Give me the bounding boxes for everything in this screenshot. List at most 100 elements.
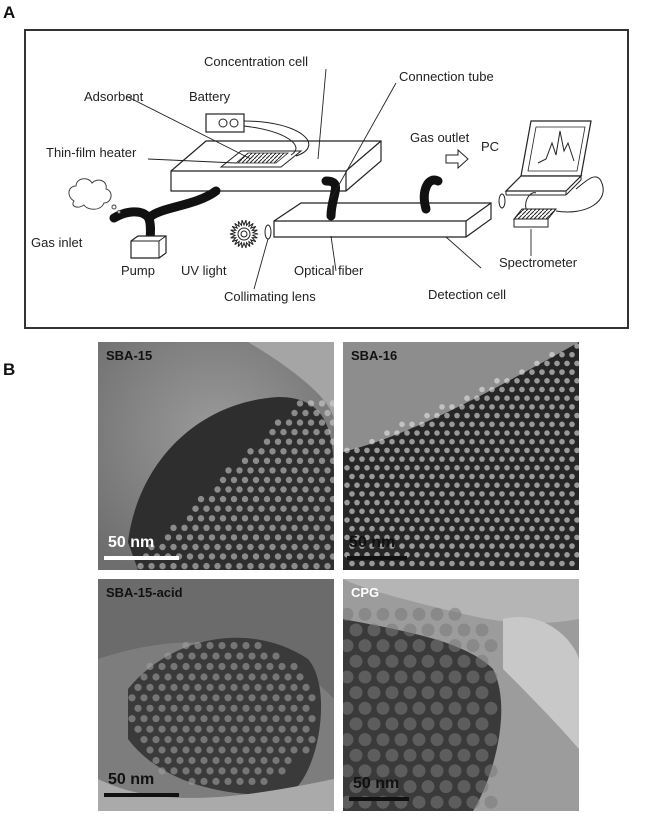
pore — [519, 386, 525, 393]
gas-inlet-cloud — [68, 178, 121, 214]
pore — [296, 673, 304, 681]
uv-light-source — [229, 219, 259, 249]
pore — [554, 378, 560, 384]
pore — [236, 486, 243, 493]
pore — [242, 642, 250, 650]
pore — [302, 543, 309, 551]
pore — [164, 534, 172, 541]
pore — [484, 534, 490, 541]
pore — [549, 404, 555, 410]
pore — [206, 642, 214, 650]
pore — [374, 482, 380, 488]
pore — [379, 456, 385, 462]
pore — [367, 654, 381, 668]
pore — [399, 525, 405, 532]
pore — [524, 430, 530, 436]
pore — [514, 517, 520, 523]
pore — [247, 562, 254, 570]
pore — [489, 525, 495, 532]
pore — [324, 543, 331, 551]
pore — [424, 482, 430, 488]
pore — [509, 543, 515, 549]
pore — [329, 476, 334, 484]
pore — [218, 683, 226, 691]
pore — [524, 447, 530, 454]
pore — [539, 560, 545, 567]
pore — [424, 534, 430, 541]
pore — [409, 543, 415, 549]
pore — [359, 473, 365, 480]
pore — [439, 491, 445, 497]
pore — [248, 673, 256, 681]
pore — [539, 543, 545, 549]
pore — [200, 694, 208, 702]
pore — [484, 499, 490, 506]
pore — [421, 780, 435, 794]
pore — [224, 756, 232, 765]
pore — [318, 534, 326, 541]
pore — [529, 438, 535, 445]
pore — [424, 517, 430, 523]
pore-pattern — [343, 607, 498, 809]
pore — [549, 456, 555, 462]
pore — [484, 670, 498, 684]
pore — [302, 746, 310, 754]
pore — [419, 525, 425, 532]
pore — [164, 652, 172, 660]
pore — [394, 670, 408, 684]
pore — [449, 560, 455, 567]
pore — [449, 543, 455, 549]
pore — [290, 662, 298, 671]
pore — [494, 534, 500, 541]
pore — [230, 725, 238, 733]
pore — [524, 395, 530, 401]
pore — [549, 508, 555, 515]
pore — [529, 525, 535, 532]
pore — [457, 717, 471, 731]
pore — [444, 517, 450, 523]
pore — [203, 543, 210, 551]
pore — [421, 717, 435, 731]
pore — [200, 673, 208, 681]
pore — [260, 673, 268, 681]
pore — [148, 562, 155, 570]
pore — [164, 756, 172, 765]
pore — [384, 482, 390, 488]
pore — [519, 543, 525, 549]
pore — [296, 553, 304, 560]
pore — [367, 623, 381, 637]
pore — [192, 543, 199, 551]
pore — [236, 652, 244, 660]
pore — [514, 447, 520, 454]
pore — [549, 386, 555, 393]
pore — [308, 715, 316, 723]
pore — [421, 623, 435, 637]
pore — [394, 639, 408, 653]
pore — [529, 456, 535, 462]
pore — [459, 525, 465, 532]
pore — [188, 715, 196, 723]
pore — [272, 715, 280, 723]
pore — [404, 534, 410, 541]
pore — [574, 534, 579, 541]
pore — [349, 686, 363, 700]
pore — [544, 360, 550, 367]
pore — [254, 725, 262, 733]
pore — [367, 686, 381, 700]
pore — [241, 553, 249, 560]
pore — [254, 704, 262, 712]
pore — [278, 662, 286, 671]
pore — [230, 746, 238, 754]
pore — [385, 748, 399, 762]
pore — [192, 505, 199, 512]
pore — [569, 543, 575, 549]
pore — [218, 725, 226, 733]
pore — [439, 748, 453, 762]
pore — [206, 725, 214, 733]
pore — [499, 386, 505, 393]
panel-b-letter: B — [3, 360, 16, 379]
pore — [324, 505, 331, 512]
pore — [479, 404, 485, 410]
pore — [182, 642, 190, 650]
pore — [285, 419, 293, 426]
